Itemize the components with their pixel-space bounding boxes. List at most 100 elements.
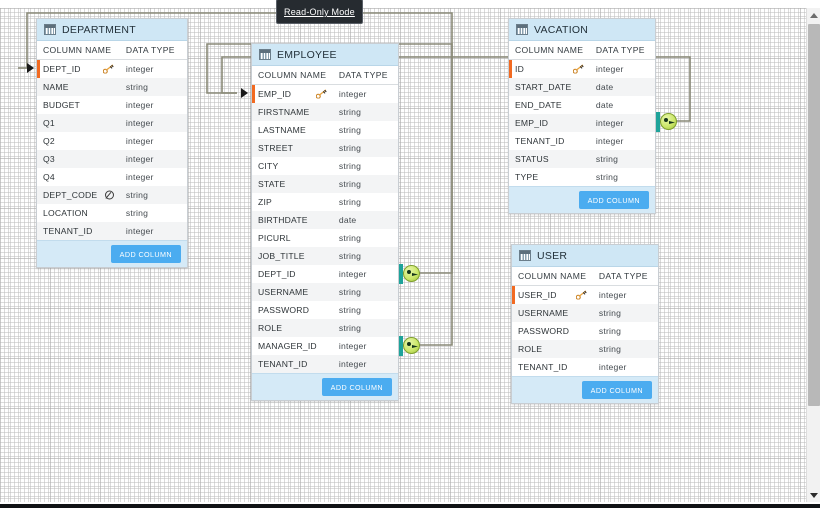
header-column-name: COLUMN NAME — [518, 271, 587, 281]
column-name-cell: FIRSTNAME — [258, 107, 310, 117]
add-column-button[interactable]: ADD COLUMN — [581, 381, 652, 399]
column-type-cell: integer — [595, 64, 624, 74]
fk-bubble-vacation-empid[interactable] — [660, 113, 677, 130]
window-bottom-edge — [0, 504, 820, 508]
entity-name: EMPLOYEE — [277, 48, 337, 61]
column-type-cell: integer — [338, 269, 367, 279]
column-name-cell: ROLE — [518, 344, 543, 354]
column-row[interactable]: FIRSTNAME string — [252, 103, 398, 121]
column-type-cell: date — [595, 82, 614, 92]
entity-title-vacation: VACATION — [509, 19, 655, 41]
entity-name: USER — [537, 249, 568, 262]
primary-key-icon — [102, 64, 114, 74]
header-data-type: DATA TYPE — [595, 45, 645, 55]
scroll-up-arrow-icon[interactable] — [807, 8, 820, 22]
column-header-row: COLUMN NAME DATA TYPE — [252, 66, 398, 85]
column-name-cell: ZIP — [258, 197, 272, 207]
entity-name: DEPARTMENT — [62, 23, 136, 36]
add-column-button[interactable]: ADD COLUMN — [110, 245, 181, 263]
table-icon — [44, 24, 56, 35]
entity-department[interactable]: DEPARTMENT COLUMN NAME DATA TYPE DEPT_ID… — [36, 18, 188, 268]
entity-title-department: DEPARTMENT — [37, 19, 187, 41]
column-type-cell: string — [338, 161, 362, 171]
header-data-type: DATA TYPE — [338, 70, 388, 80]
scrollbar-thumb[interactable] — [808, 24, 820, 406]
column-name-cell: PASSWORD — [518, 326, 570, 336]
column-type-cell: integer — [595, 118, 624, 128]
entity-footer: ADD COLUMN — [252, 373, 398, 400]
column-name-cell: TENANT_ID — [258, 359, 308, 369]
fk-anchor-vacation-empid — [656, 112, 660, 132]
vertical-scrollbar[interactable] — [806, 8, 820, 502]
scroll-down-arrow-icon[interactable] — [807, 488, 820, 502]
entity-footer: ADD COLUMN — [512, 376, 658, 403]
column-type-cell: integer — [338, 359, 367, 369]
entity-footer: ADD COLUMN — [37, 240, 187, 267]
add-column-button[interactable]: ADD COLUMN — [321, 378, 392, 396]
fk-bubble-employee-deptid[interactable] — [403, 265, 420, 282]
column-type-cell: string — [338, 125, 362, 135]
column-name-cell: PICURL — [258, 233, 291, 243]
column-name-cell: USERNAME — [258, 287, 309, 297]
column-name-cell: Q1 — [43, 118, 55, 128]
column-type-cell: string — [338, 323, 362, 333]
column-type-cell: integer — [125, 136, 154, 146]
column-type-cell: string — [338, 107, 362, 117]
fk-bubble-employee-managerid[interactable] — [403, 337, 420, 354]
column-type-cell: string — [595, 172, 619, 182]
column-name-cell: USER_ID — [512, 286, 593, 304]
entity-title-user: USER — [512, 245, 658, 267]
column-header-row: COLUMN NAME DATA TYPE — [512, 267, 658, 286]
column-name-cell: TENANT_ID — [43, 226, 93, 236]
unique-index-icon — [104, 190, 114, 200]
add-column-button[interactable]: ADD COLUMN — [578, 191, 649, 209]
column-type-cell: string — [338, 251, 362, 261]
column-row[interactable]: TENANT_ID integer — [252, 355, 398, 373]
column-type-cell: string — [125, 190, 149, 200]
header-column-name: COLUMN NAME — [258, 70, 327, 80]
column-header-row: COLUMN NAME DATA TYPE — [509, 41, 655, 60]
header-column-name: COLUMN NAME — [43, 45, 112, 55]
